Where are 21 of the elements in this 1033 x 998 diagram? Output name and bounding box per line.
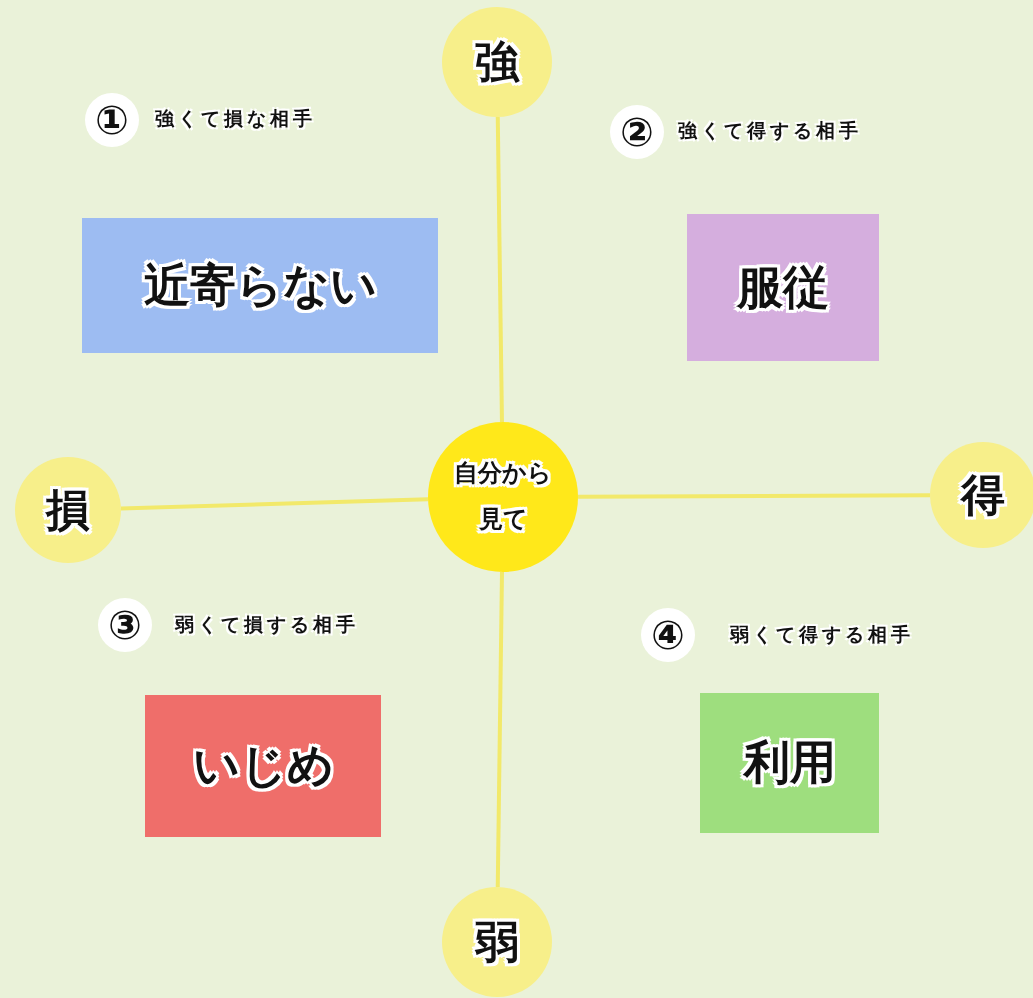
axis-end-circle: 得	[930, 442, 1033, 548]
axis-line	[495, 571, 504, 888]
quadrant-box: 利用	[700, 693, 879, 833]
axis-end-circle: 損	[15, 457, 121, 563]
quadrant-caption: 強くて得する相手	[678, 118, 862, 143]
quadrant-caption: 弱くて得する相手	[730, 622, 914, 647]
axis-line	[578, 493, 930, 499]
quadrant-box: いじめ	[145, 695, 381, 837]
quadrant-box: 近寄らない	[82, 218, 438, 353]
quadrant-caption: 弱くて損する相手	[175, 612, 359, 637]
number-badge: ③	[98, 598, 152, 652]
number-badge: ①	[85, 93, 139, 147]
quadrant-box: 服従	[687, 214, 879, 361]
axis-line	[120, 497, 429, 511]
axis-line	[495, 116, 504, 423]
center-circle: 自分から見て	[428, 422, 578, 572]
quadrant-caption: 強くて損な相手	[155, 106, 316, 131]
axis-end-circle: 強	[442, 7, 552, 117]
number-badge: ②	[610, 105, 664, 159]
number-badge: ④	[641, 608, 695, 662]
axis-end-circle: 弱	[442, 887, 552, 997]
